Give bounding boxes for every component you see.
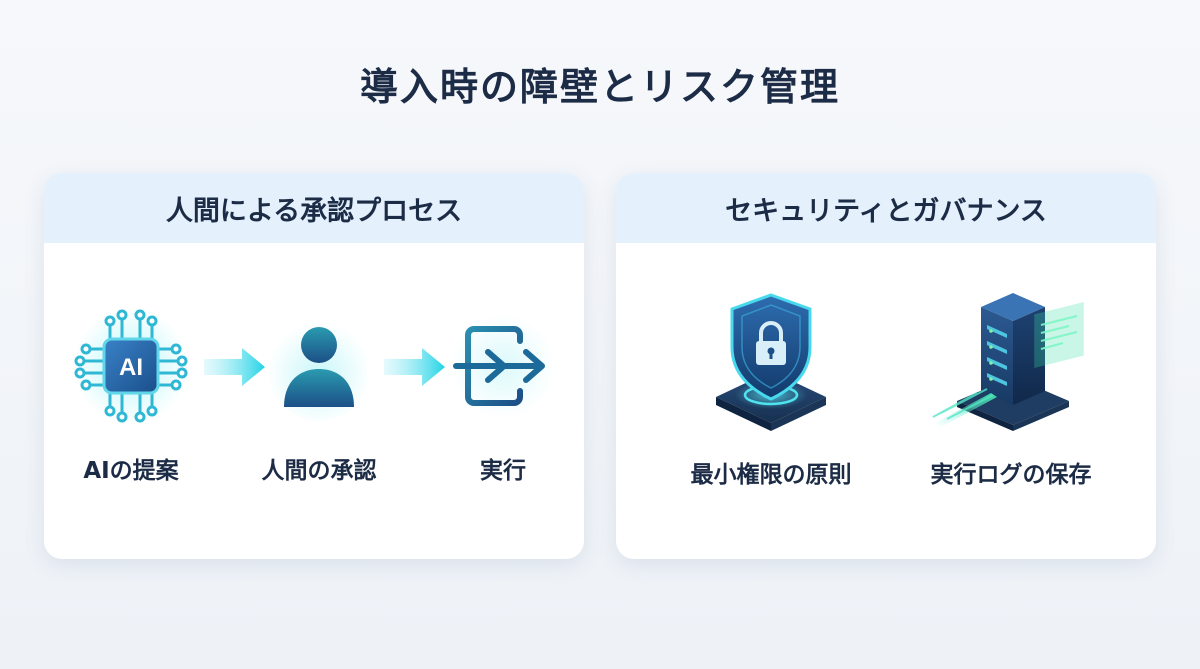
execute-arrow-icon xyxy=(438,301,568,431)
step-human-approval: 人間の承認 xyxy=(244,301,394,485)
log-storage-label: 実行ログの保存 xyxy=(930,462,1092,488)
step-label-ai-proposal: AIの提案 xyxy=(83,458,179,484)
step-label-execute: 実行 xyxy=(480,458,526,484)
approval-card-heading: 人間による承認プロセス xyxy=(44,173,584,243)
page-title: 導入時の障壁とリスク管理 xyxy=(359,65,840,109)
arrow-right-icon xyxy=(382,345,448,393)
ai-chip-text: AI xyxy=(119,354,143,381)
arrow-right-icon xyxy=(202,345,268,393)
person-icon xyxy=(254,301,384,431)
least-privilege-label: 最小権限の原則 xyxy=(690,462,852,488)
step-ai-proposal: AI AIの提案 xyxy=(56,301,206,485)
least-privilege-item: 最小権限の原則 xyxy=(666,285,876,489)
security-card-heading: セキュリティとガバナンス xyxy=(616,173,1156,243)
security-governance-card: セキュリティとガバナンス xyxy=(616,173,1156,559)
step-label-human-approval: 人間の承認 xyxy=(261,458,377,484)
shield-lock-icon xyxy=(691,285,851,435)
log-storage-item: 実行ログの保存 xyxy=(906,285,1116,489)
step-execute: 実行 xyxy=(428,301,578,485)
approval-process-card: 人間による承認プロセス xyxy=(44,173,584,559)
ai-chip-icon: AI xyxy=(66,301,196,431)
server-log-icon xyxy=(926,285,1096,435)
